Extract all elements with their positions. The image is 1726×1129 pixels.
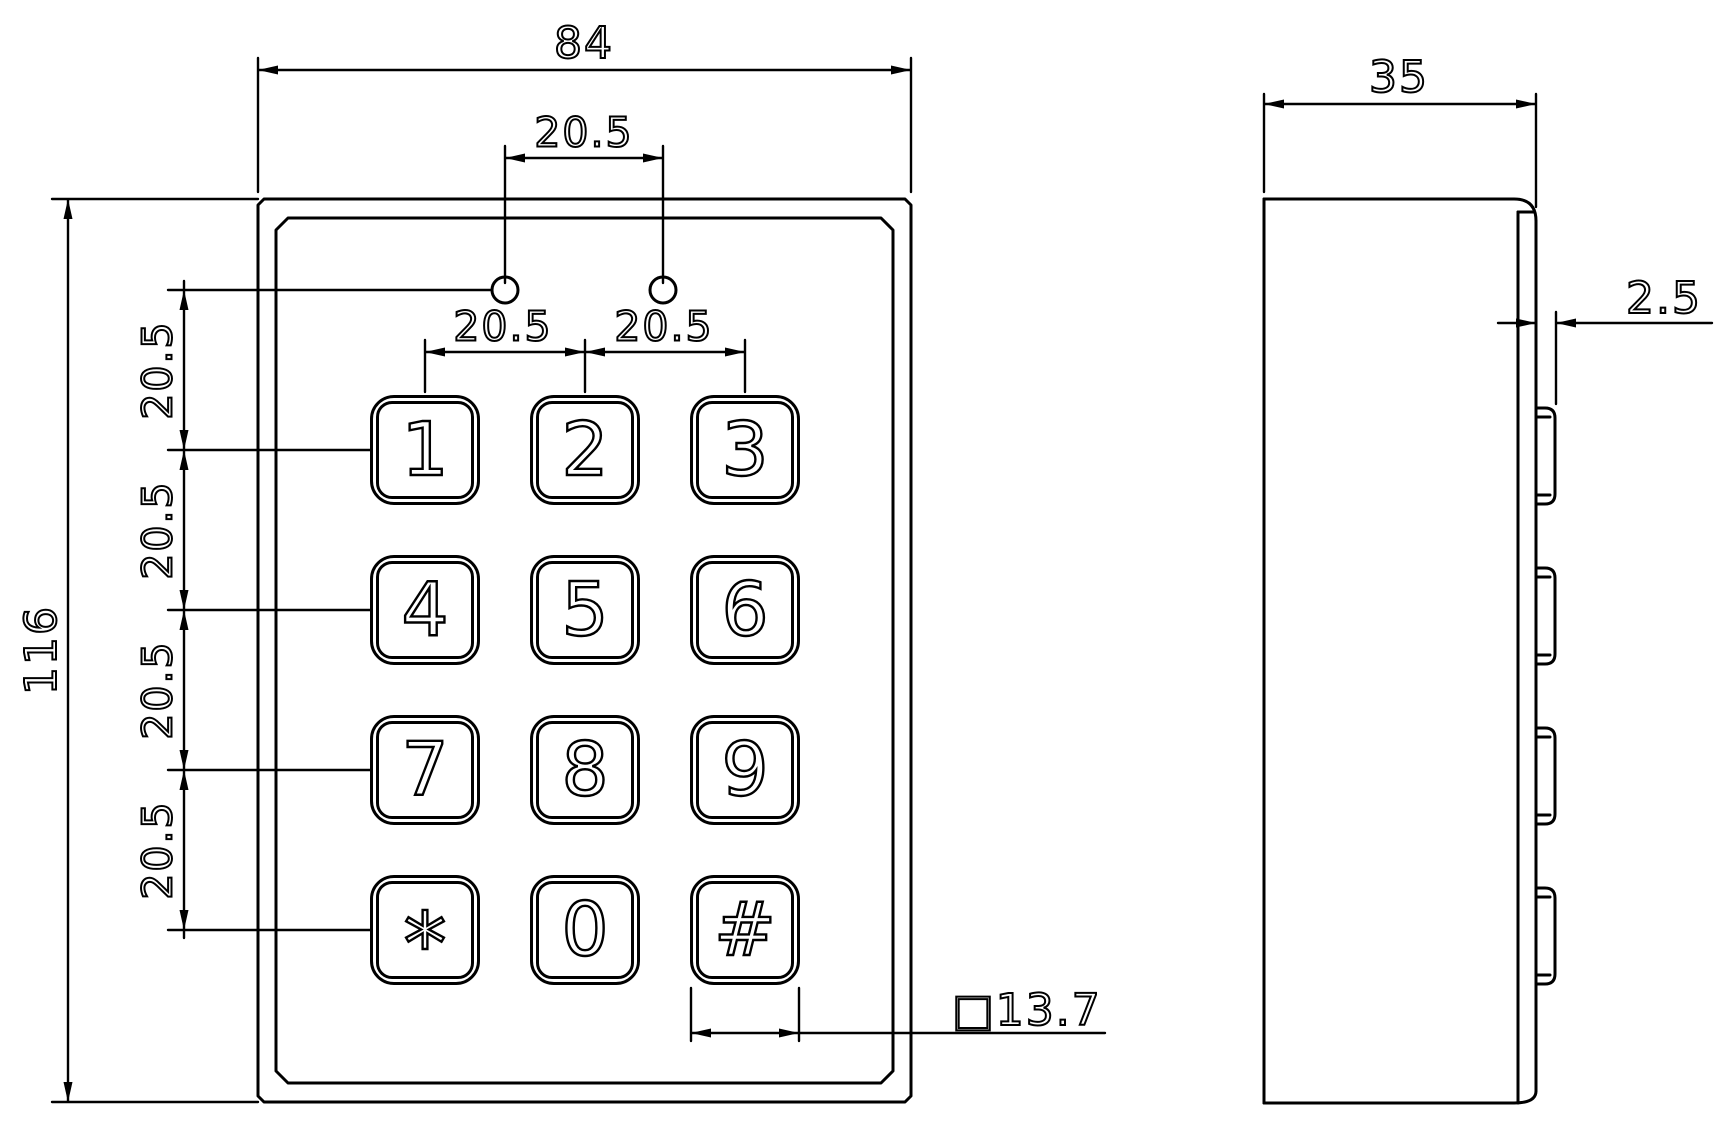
dim-hole-spacing-lines [503,144,665,285]
key-inner-ring [696,721,794,819]
key-5: 5 [530,555,640,665]
key-label: 9 [720,726,769,814]
key-inner-ring [376,721,474,819]
dim-row-spacing-3-label: 20.5 [133,639,183,740]
dim-depth-label: 35 [1368,52,1429,103]
dim-protrusion-label: 2.5 [1625,273,1702,324]
dimension-arrowheads [63,65,1576,1102]
key-inner-ring [376,881,474,979]
dim-col-spacing-left-label: 20.5 [452,302,553,351]
key-inner-ring [376,401,474,499]
dim-row-spacing-4-label: 20.5 [133,799,183,900]
key-inner-ring [536,721,634,819]
dim-height-116-lines [50,197,260,1104]
key-2: 2 [530,395,640,505]
side-view-key-bumps [1535,406,1557,986]
dim-width-84-lines [256,56,913,194]
key-inner-ring [696,561,794,659]
key-0: 0 [530,875,640,985]
key-hash: # [690,875,800,985]
key-4: 4 [370,555,480,665]
key-3: 3 [690,395,800,505]
dim-key-size-lines [689,986,1107,1043]
key-6: 6 [690,555,800,665]
key-inner-ring [536,561,634,659]
key-1: 1 [370,395,480,505]
key-9: 9 [690,715,800,825]
key-label: 6 [720,566,769,654]
key-label: 5 [560,566,609,654]
dim-key-size-label: □13.7 [951,985,1102,1036]
dim-row-spacing-2-label: 20.5 [133,479,183,580]
key-inner-ring [696,401,794,499]
key-7: 7 [370,715,480,825]
key-star: * [370,875,480,996]
key-label: 2 [560,406,609,494]
key-label: 3 [720,406,769,494]
key-inner-ring [536,881,634,979]
dim-column-spacing-lines [423,338,747,394]
key-label: 4 [400,566,449,654]
key-label: 0 [560,886,609,974]
key-label: # [713,886,777,974]
key-inner-ring [536,401,634,499]
key-inner-ring [696,881,794,979]
dim-row-spacing-1-label: 20.5 [133,319,183,420]
dim-depth-35-lines [1262,92,1538,209]
dim-height-label: 116 [15,604,68,696]
mount-holes [490,275,678,305]
front-view-outline [256,197,913,1104]
dim-hole-spacing-label: 20.5 [533,108,634,157]
key-inner-ring [376,561,474,659]
dim-width-label: 84 [553,18,614,69]
dim-col-spacing-right-label: 20.5 [613,302,714,351]
key-label: 1 [400,406,449,494]
key-8: 8 [530,715,640,825]
key-label: * [402,893,447,995]
key-label: 7 [400,726,449,814]
key-label: 8 [560,726,609,814]
dim-protrusion-lines [1496,310,1714,406]
side-view-outline [1262,197,1538,1105]
